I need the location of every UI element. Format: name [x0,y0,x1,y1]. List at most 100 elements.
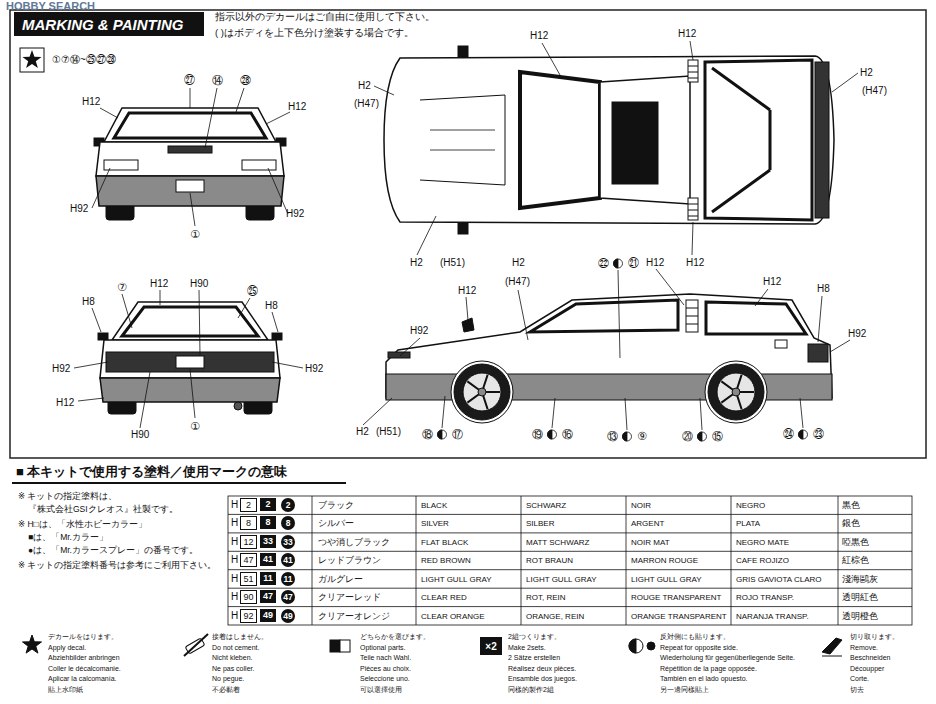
table-cell: SILBER [526,519,554,528]
table-cell: ROJO TRANSP. [736,593,794,602]
table-cell: ROT, REIN [526,593,566,602]
rear-view [98,302,282,414]
decal-number: ⑲ [532,428,543,441]
paint-code-square: 33 [260,535,276,548]
paint-callout: (H47) [354,98,379,110]
node-text: ■ 本キットで使用する塗料／使用マークの意味 [16,463,287,481]
paint-callout: (H47) [505,276,530,288]
section-header: ■ 本キットで使用する塗料／使用マークの意味 [12,462,346,484]
table-cell: 紅棕色 [842,555,869,565]
paint-callout: H8 [817,283,830,295]
icon-box: ×2 [480,637,502,655]
paint-code-circle: 41 [281,553,295,567]
table-cell: ORANGE, REIN [526,612,584,621]
table-cell: ROUGE TRANSPARENT [631,593,721,602]
symbol-text: Pièces au choix. [360,665,411,673]
table-cell: RED BROWN [421,556,471,565]
paint-callout: H90 [131,429,149,441]
paint-callout: H92 [410,325,428,337]
table-cell: H [231,573,238,585]
symbol-text: Répétition de la page opposée. [660,665,757,673]
decal-number: ⑨ [637,430,647,443]
paint-note: ■は、「Mr.カラー」 [28,533,108,543]
paint-code-box: 92 [240,609,257,623]
paint-code-circle: 11 [281,572,295,586]
decal-number: ㉗ [184,74,195,87]
paint-code-box: 47 [240,553,257,567]
paint-callout: H2 [356,426,369,438]
paint-code-box: 12 [240,535,257,549]
paint-code-square: 2 [260,498,276,511]
paint-callout: (H47) [862,85,887,97]
header-band: MARKING & PAINTING [14,12,204,36]
paint-callout: H12 [288,101,306,113]
symbol-text: Coller le décalcomanie. [48,665,121,673]
table-cell: ORANGE TRANSPARENT [631,612,727,621]
table-cell: LIGHT GULL GRAY [421,575,492,584]
symbol-text: 2組つくります。 [508,633,561,641]
table-cell: LIGHT GULL GRAY [526,575,597,584]
table-cell: レッドブラウン [318,555,381,565]
paint-callout: H92 [52,363,70,375]
leader-lines [74,41,858,430]
table-cell: つや消しブラック [318,537,390,547]
paint-note: 『株式会社GSIクレオス』社製です。 [28,505,178,515]
watermark: HOBBY SEARCH [6,0,95,13]
paint-callout: H8 [82,296,95,308]
table-cell: H [231,517,238,529]
table-cell: MATT SCHWARZ [526,538,589,547]
instruction-note: 指示以外のデカールはご自由に使用して下さい。 [215,12,435,23]
table-cell: 銀色 [842,518,860,528]
table-cell: H [231,536,238,548]
symbol-text: Wiederholung für gegenüberliegende Seite… [660,654,795,662]
symbol-text: 不必黏着 [212,686,240,694]
paint-callout: H12 [82,96,100,108]
paint-callout: H12 [763,276,781,288]
paint-callout: H2 [410,257,423,269]
paint-code-circle: 8 [281,516,295,530]
paint-code-square: 11 [260,572,276,585]
paint-callout: H12 [686,257,704,269]
symbol-text: Ensamble dos juegos. [508,675,577,683]
symbol-text: Réalisez deux pièces. [508,665,576,673]
table-cell: FLAT BLACK [421,538,468,547]
paint-code-square: 8 [260,516,276,529]
symbol-text: Remove. [850,644,878,652]
paint-callout: H92 [305,363,323,375]
decal-number: ⑦ [117,281,127,294]
paint-code-square: 47 [260,590,276,603]
table-cell: 淺海鷗灰 [842,574,878,584]
table-cell: 透明紅色 [842,592,878,602]
decal-number: ⑯ [562,428,573,441]
paint-code-box: 90 [240,590,257,604]
node-text: MARKING & PAINTING [22,16,183,33]
symbol-text: 同樣的製作2組 [508,686,554,694]
paint-callout: H92 [70,203,88,215]
table-cell: ブラック [318,500,354,510]
paint-callout: (H51) [440,257,465,269]
symbol-text: 可以選擇使用 [360,686,402,694]
paint-callout: H12 [530,30,548,42]
table-cell: SILVER [421,519,449,528]
symbol-text: 2 Sätze erstellen [508,654,560,662]
decal-number: ㉓ [813,428,824,441]
paint-callout: H12 [150,278,168,290]
paint-code-circle: 2 [281,498,295,512]
table-cell: シルバー [318,518,354,528]
paint-code-box: 2 [240,498,257,512]
table-cell: CLEAR RED [421,593,467,602]
paint-code-circle: 47 [281,590,295,604]
symbol-text: 接着はしません。 [212,633,268,641]
symbol-text: Apply decal. [48,644,86,652]
paint-note: ※ キットの指定塗料は、 [18,492,117,502]
paint-code-circle: 49 [281,609,295,623]
paint-note: ※ H□は、「水性ホビーカラー」 [18,520,147,530]
table-cell: CLEAR ORANGE [421,612,485,621]
table-cell: クリアーオレンジ [318,611,390,621]
paint-code-box: 51 [240,572,257,586]
table-cell: LIGHT GULL GRAY [631,575,702,584]
table-cell: NEGRO MATE [736,538,789,547]
paint-callout: H12 [646,257,664,269]
paint-callout: H92 [286,208,304,220]
